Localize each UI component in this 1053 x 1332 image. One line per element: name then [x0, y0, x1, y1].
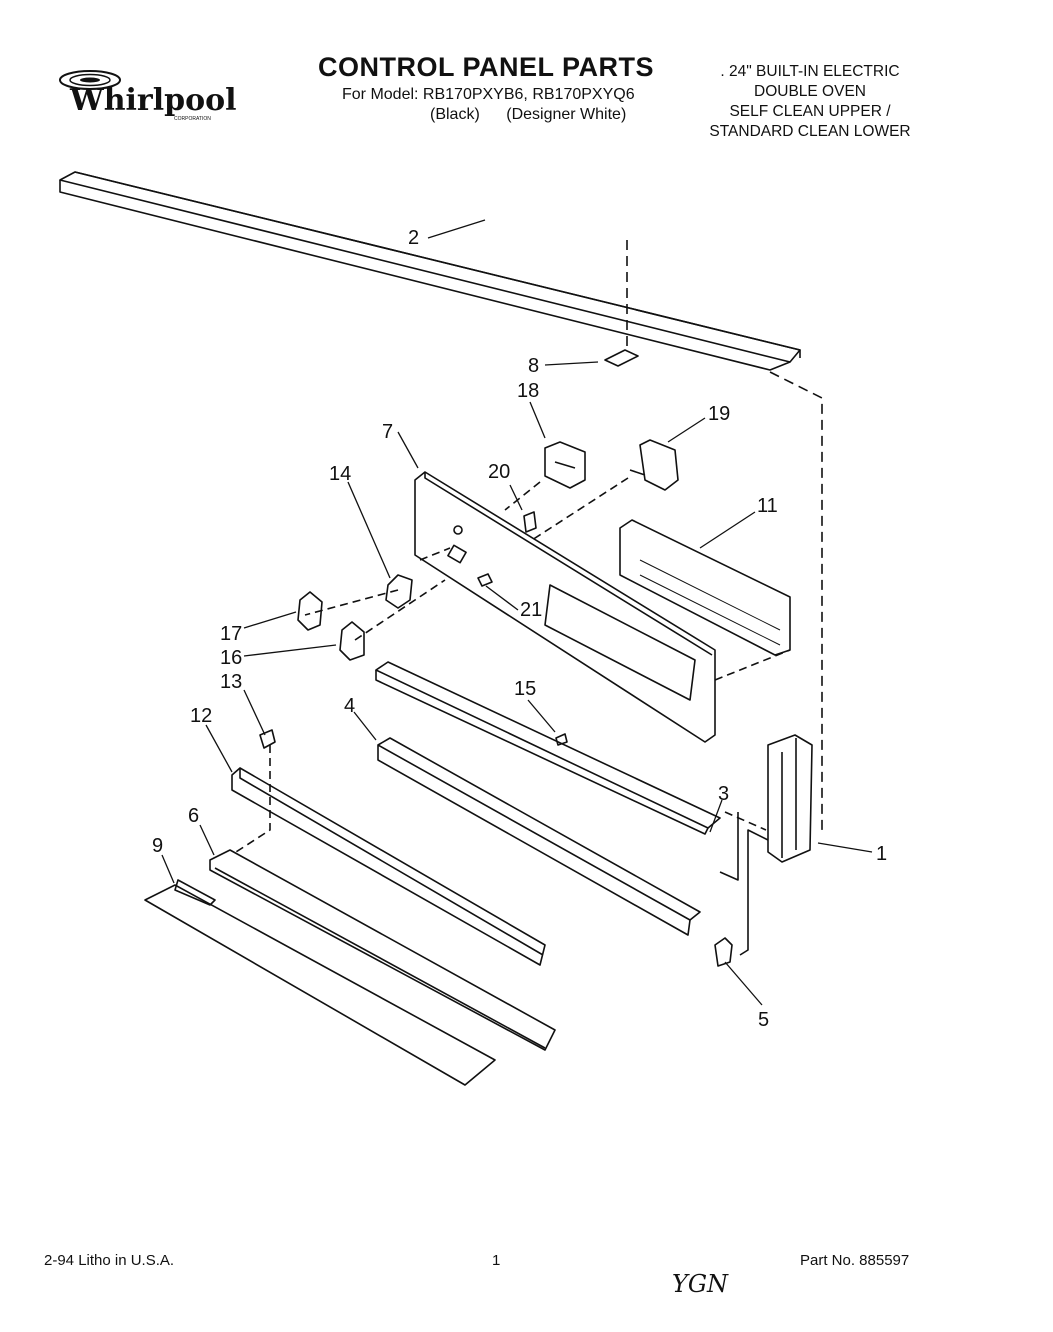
callout-2: 2 — [408, 227, 419, 249]
part-6-rail — [209, 849, 556, 1051]
part-9-strip — [144, 879, 496, 1086]
callout-21: 21 — [520, 599, 542, 621]
part-14-knob-insert — [385, 574, 413, 609]
description-line: DOUBLE OVEN — [754, 83, 866, 100]
callout-4: 4 — [344, 695, 355, 717]
part-15-clip — [555, 733, 568, 746]
callout-5: 5 — [758, 1009, 769, 1031]
page-number: 1 — [492, 1252, 501, 1269]
part-19-switch — [629, 439, 679, 491]
variant-white: (Designer White) — [506, 106, 627, 123]
part-16-knob — [339, 621, 365, 661]
part-13-clip — [259, 729, 276, 749]
callout-18: 18 — [517, 380, 539, 402]
description-line: SELF CLEAN UPPER / — [729, 103, 891, 120]
part-7-control-panel — [414, 471, 716, 743]
part-8-clip — [604, 349, 639, 367]
callout-19: 19 — [708, 403, 730, 425]
part-20-clip — [523, 511, 537, 533]
callout-14: 14 — [329, 463, 351, 485]
part-2-top-trim — [59, 171, 801, 371]
callout-3: 3 — [718, 783, 729, 805]
callout-11: 11 — [757, 495, 778, 517]
variant-black: (Black) — [430, 106, 480, 123]
svg-text:Whirlpool: Whirlpool — [69, 83, 237, 118]
part-5-clip — [714, 937, 733, 967]
callout-17: 17 — [220, 623, 242, 645]
description-line: STANDARD CLEAN LOWER — [709, 123, 911, 140]
part-number: Part No. 885597 — [800, 1252, 910, 1269]
page-title: CONTROL PANEL PARTS — [318, 52, 655, 82]
description-line: . 24" BUILT-IN ELECTRIC — [720, 63, 900, 80]
part-12-vent — [231, 767, 546, 966]
whirlpool-logo: Whirlpool CORPORATION — [59, 70, 237, 122]
part-21-clip — [477, 573, 493, 587]
model-variants: (Black) (Designer White) — [430, 106, 648, 124]
callout-1: 1 — [876, 843, 887, 865]
callout-13: 13 — [220, 671, 242, 693]
callout-15: 15 — [514, 678, 536, 700]
callout-9: 9 — [152, 835, 163, 857]
product-description: . 24" BUILT-IN ELECTRIC DOUBLE OVEN SELF… — [690, 62, 930, 142]
litho-note: 2-94 Litho in U.S.A. — [44, 1252, 175, 1269]
svg-text:CORPORATION: CORPORATION — [174, 116, 211, 122]
callout-12: 12 — [190, 705, 212, 727]
callout-20: 20 — [488, 461, 510, 483]
callout-8: 8 — [528, 355, 539, 377]
callout-7: 7 — [382, 421, 393, 443]
part-17-knob — [297, 591, 323, 631]
part-15-trim — [375, 661, 721, 835]
part-4-strip — [377, 737, 701, 936]
callout-16: 16 — [220, 647, 242, 669]
part-1-side-bracket — [767, 734, 813, 863]
part-18-switch — [544, 441, 586, 489]
handwritten-initials: YGN — [672, 1270, 729, 1298]
model-line: For Model: RB170PXYB6, RB170PXYQ6 — [342, 86, 635, 103]
callout-6: 6 — [188, 805, 199, 827]
